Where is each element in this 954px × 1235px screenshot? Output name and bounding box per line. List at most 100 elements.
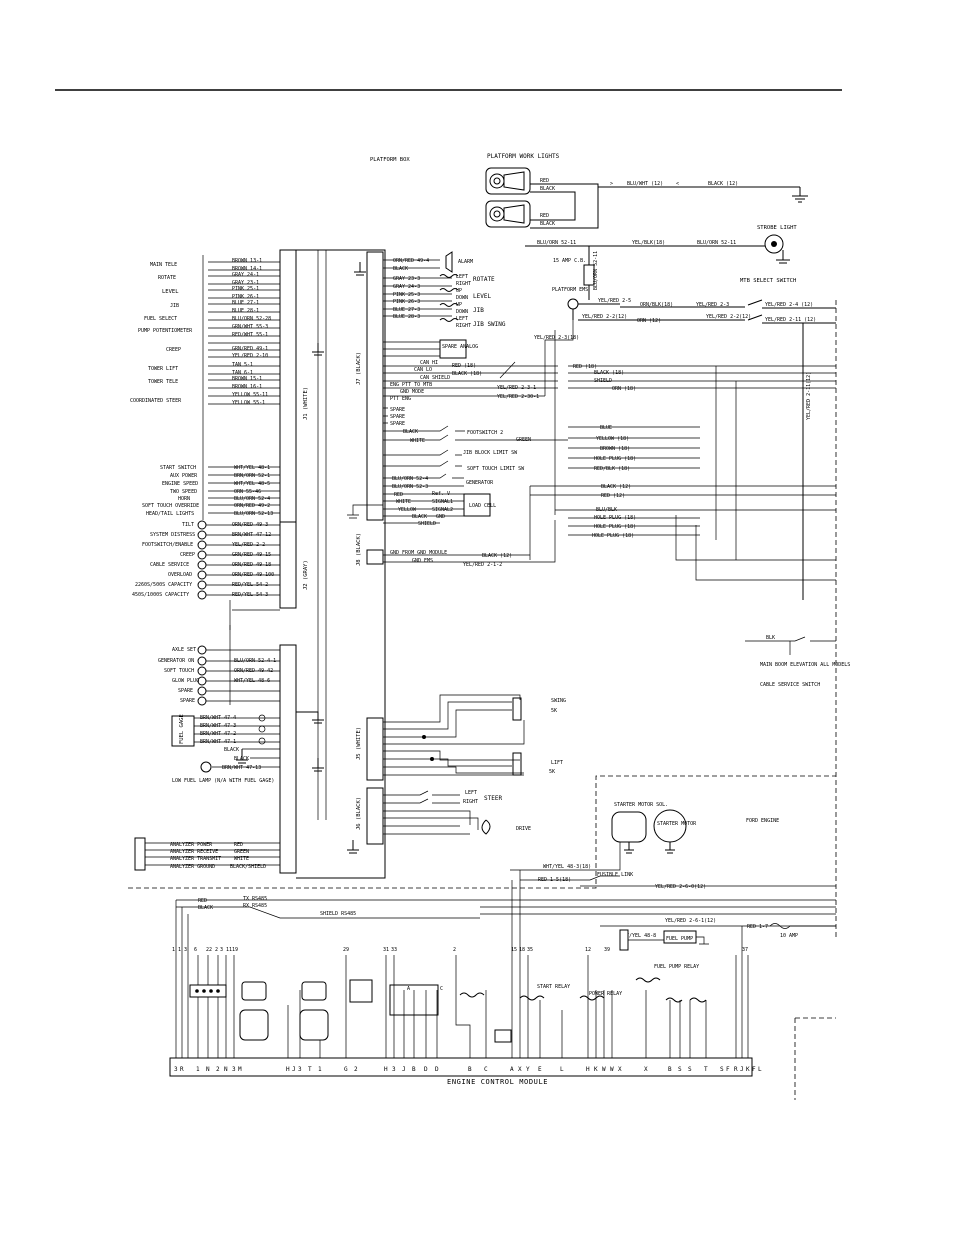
fuel-relay-label: FUEL PUMP RELAY (654, 964, 699, 970)
svg-text:BLU/ORN 52-4: BLU/ORN 52-4 (234, 496, 270, 502)
ecm-pin-label: D (435, 1066, 439, 1073)
wire-black-12: BLACK (12) (708, 181, 738, 187)
steer-right-label: RIGHT (463, 799, 478, 805)
svg-text:YEL/RED 2-1-2: YEL/RED 2-1-2 (463, 562, 502, 568)
svg-text:ANALYZER GROUND: ANALYZER GROUND (170, 864, 215, 870)
generator-label: GENERATOR (466, 480, 494, 486)
svg-text:18: 18 (519, 947, 525, 953)
svg-text:31: 31 (383, 947, 389, 953)
func-jib-swing: JIB SWING (473, 321, 506, 328)
svg-text:CAN HI: CAN HI (420, 360, 438, 366)
ecm-pin-label: F (752, 1066, 756, 1073)
svg-text:RED: RED (394, 492, 403, 498)
svg-text:GENERATOR ON: GENERATOR ON (158, 658, 194, 664)
work-light-1 (485, 167, 531, 195)
svg-text:BLU/ORN 52-13: BLU/ORN 52-13 (234, 511, 273, 517)
dir-left: LEFT (456, 274, 468, 280)
wire-yel-red-2-5: YEL/RED 2-5 (598, 298, 631, 304)
ecm-pin-label: L (560, 1066, 564, 1073)
svg-text:YEL/RED 2-30-1: YEL/RED 2-30-1 (497, 394, 539, 400)
svg-text:BLACK: BLACK (403, 429, 418, 435)
svg-text:39: 39 (604, 947, 610, 953)
svg-text:35: 35 (527, 947, 533, 953)
ecm-pin-label: H (384, 1066, 388, 1073)
j6-label: J6 (BLACK) (356, 797, 362, 830)
svg-text:ORN/RED 49-2: ORN/RED 49-2 (234, 503, 270, 509)
svg-text:SOFT TOUCH LIMIT SW: SOFT TOUCH LIMIT SW (467, 466, 525, 472)
steer-label: STEER (484, 795, 502, 802)
ecm-pin-label: X (618, 1066, 622, 1073)
wire-red: RED (198, 898, 207, 904)
svg-text:WHT/YEL 48-1: WHT/YEL 48-1 (234, 465, 270, 471)
j7-coils (439, 274, 459, 322)
svg-text:CREEP: CREEP (166, 347, 181, 353)
j7-label: J7 (BLACK) (356, 352, 362, 385)
generator-wires: BLU/ORN 52-4 BLU/ORN 52-3 RED WHITE YELL… (392, 476, 436, 527)
svg-text:TILT: TILT (182, 522, 194, 528)
svg-text:AXLE SET: AXLE SET (172, 647, 196, 653)
svg-text:SHIELD: SHIELD (418, 521, 436, 527)
ford-engine-label: FORD ENGINE (746, 818, 779, 824)
svg-text:GRN/WHT 55-3: GRN/WHT 55-3 (232, 324, 268, 330)
low-fuel-lamp (200, 761, 212, 773)
strobe-light (764, 234, 784, 254)
svg-text:GREEN: GREEN (234, 849, 249, 855)
svg-text:BLU/ORN 52-28: BLU/ORN 52-28 (232, 316, 271, 322)
ecm-pin-label: J (292, 1066, 296, 1073)
svg-text:GRAY 23-1: GRAY 23-1 (232, 280, 259, 286)
platform-work-lights-heading: PLATFORM WORK LIGHTS (487, 153, 560, 160)
svg-text:CAN SHIELD: CAN SHIELD (420, 375, 450, 381)
ecm-pin-label: K (746, 1066, 750, 1073)
svg-text:BLACK (18): BLACK (18) (452, 371, 482, 377)
svg-text:GRAY 24-1: GRAY 24-1 (232, 272, 259, 278)
wire-tx: TX RS485 (243, 896, 267, 902)
j8-label: J8 (BLACK) (356, 533, 362, 566)
svg-text:PUMP POTENTIOMETER: PUMP POTENTIOMETER (138, 328, 193, 334)
j1-label: J1 (WHITE) (303, 387, 309, 420)
lift-label: LIFT (551, 760, 563, 766)
cb-label: 15 AMP C.B. (553, 258, 586, 264)
svg-text:LEVEL: LEVEL (162, 289, 179, 295)
svg-text:2: 2 (453, 947, 456, 953)
wire-black: BLACK (198, 905, 213, 911)
j1-connector (279, 249, 297, 523)
wire-yel-red-2-6-0: YEL/RED 2-6-0(12) (655, 884, 706, 890)
ecm-pin-label: E (538, 1066, 542, 1073)
svg-text:BLU/ORN 52-3: BLU/ORN 52-3 (392, 484, 428, 490)
svg-text:PINK 25-1: PINK 25-1 (232, 286, 259, 292)
svg-text:BRN/ORN 52-1: BRN/ORN 52-1 (234, 473, 270, 479)
svg-text:22: 22 (206, 947, 212, 953)
ecm-top-nums: 1 1 3 6 22 2 3 11 19 29 31 33 2 15 18 35… (172, 947, 748, 953)
ecm-pin-label: G (344, 1066, 348, 1073)
sensor-2 (301, 981, 327, 1001)
svg-text:SOFT TOUCH OVERRIDE: SOFT TOUCH OVERRIDE (142, 503, 199, 509)
func-rotate: ROTATE (473, 276, 495, 283)
svg-text:33: 33 (391, 947, 397, 953)
wire-orn-blk-18: ORN/BLK(18) (640, 302, 673, 308)
ecm-pin-label: J (740, 1066, 744, 1073)
svg-text:RED (12): RED (12) (601, 493, 625, 499)
j8-wires: GND FROM GND MODULE GND EMS BLACK (12) Y… (390, 550, 512, 568)
swing-5k: 5K (551, 708, 557, 714)
ecm-pin-label: W (610, 1066, 614, 1073)
svg-text:GRAY 23-3: GRAY 23-3 (393, 276, 420, 282)
svg-text:PINK 26-1: PINK 26-1 (232, 294, 259, 300)
svg-text:WHITE: WHITE (396, 499, 411, 505)
ecm-pin-label: 3 (174, 1066, 178, 1073)
svg-text:HOLE PLUG (18): HOLE PLUG (18) (594, 456, 636, 462)
svg-text:ANALYZER TRANSMIT: ANALYZER TRANSMIT (170, 856, 221, 862)
analyzer-labels: ANALYZER POWER ANALYZER RECEIVE ANALYZER… (170, 842, 266, 870)
svg-text:BLUE 27-3: BLUE 27-3 (393, 307, 420, 313)
svg-text:ANALYZER POWER: ANALYZER POWER (170, 842, 213, 848)
j1-input-wires (202, 255, 280, 520)
alarm-label: ALARM (458, 259, 473, 265)
wl2-red-label: RED (540, 213, 549, 219)
ecm-pin-label: A (510, 1066, 514, 1073)
svg-text:GND EMS: GND EMS (412, 558, 433, 564)
svg-text:SPARE: SPARE (390, 414, 405, 420)
svg-text:SYSTEM DISTRESS: SYSTEM DISTRESS (150, 532, 195, 538)
svg-text:YELLOW 55-1: YELLOW 55-1 (232, 400, 265, 406)
svg-text:OVERLOAD: OVERLOAD (168, 572, 192, 578)
wire-yel-red-2-11: YEL/RED 2-11 (12) (765, 317, 816, 323)
svg-text:GND MODE: GND MODE (400, 389, 424, 395)
